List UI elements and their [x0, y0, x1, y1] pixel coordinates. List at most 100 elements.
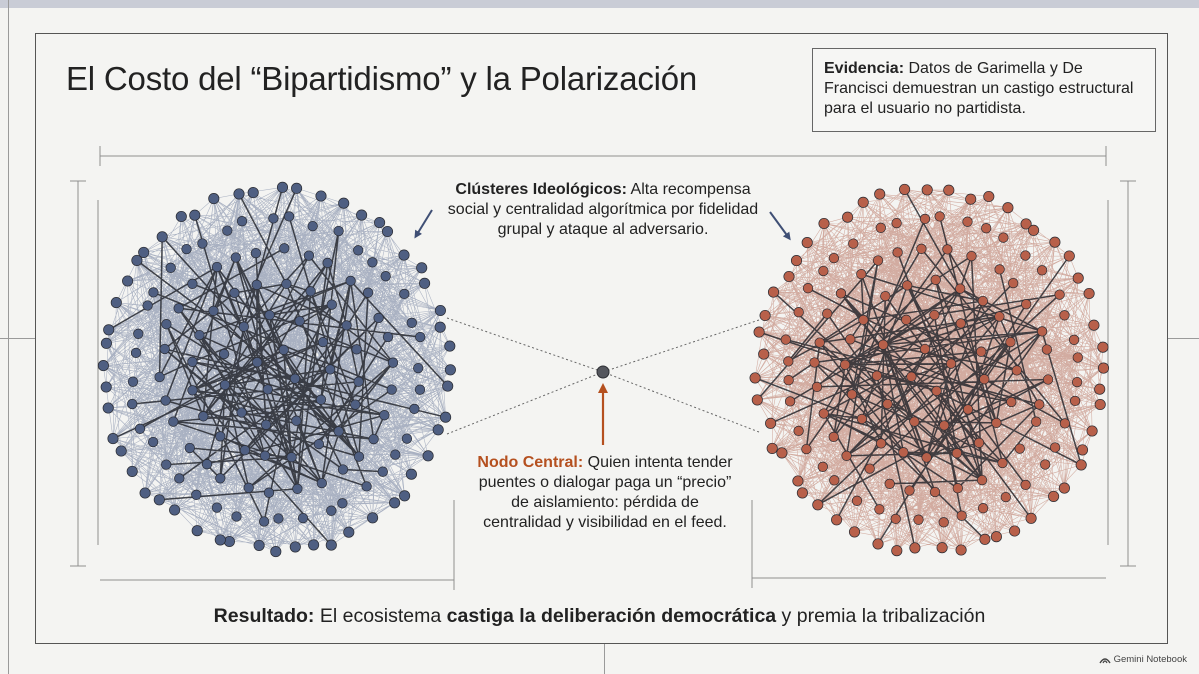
network-node: [353, 451, 365, 462]
network-node: [1094, 398, 1106, 411]
network-node: [857, 196, 869, 208]
network-node: [169, 504, 181, 516]
network-node: [1059, 418, 1071, 429]
network-node: [243, 482, 254, 493]
network-node: [305, 286, 316, 297]
network-node: [416, 262, 428, 274]
network-node: [811, 381, 823, 393]
network-node: [368, 433, 379, 445]
network-node: [783, 270, 795, 283]
network-node: [801, 443, 812, 455]
network-node: [790, 255, 803, 267]
arrow-to-right-cluster: [769, 211, 791, 241]
central-node-callout-label: Nodo Central:: [477, 454, 584, 471]
network-node: [848, 238, 859, 249]
network-node: [214, 534, 226, 546]
network-node: [998, 232, 1009, 243]
network-node: [373, 312, 384, 324]
slide-frame: [35, 33, 1168, 644]
badge-text: Gemini Notebook: [1113, 654, 1187, 665]
network-node: [142, 300, 153, 311]
network-node: [874, 188, 886, 200]
network-node: [1068, 334, 1080, 345]
network-node: [127, 376, 139, 387]
network-node: [356, 209, 368, 221]
network-node: [829, 475, 840, 486]
network-node: [215, 473, 226, 484]
network-node: [1014, 443, 1025, 454]
network-node: [279, 243, 290, 254]
network-node: [1071, 376, 1083, 388]
top-strip: [0, 0, 1199, 8]
result-label: Resultado:: [213, 605, 315, 627]
network-node: [994, 311, 1005, 322]
network-node: [174, 473, 185, 484]
network-node: [189, 209, 201, 221]
network-node: [276, 181, 289, 193]
network-node: [379, 410, 390, 421]
bridge-link: [446, 317, 604, 373]
network-node: [1088, 319, 1100, 331]
network-node: [103, 324, 115, 336]
network-node: [161, 319, 172, 330]
network-node: [147, 436, 159, 448]
network-node: [222, 225, 233, 236]
network-node: [906, 371, 917, 382]
network-node: [414, 384, 426, 395]
network-node: [955, 318, 966, 329]
network-node: [325, 364, 336, 375]
network-node: [1058, 482, 1070, 494]
network-node: [184, 442, 195, 454]
network-node: [1075, 459, 1087, 471]
network-node: [983, 190, 995, 203]
network-node: [758, 348, 770, 360]
central-node-callout: Nodo Central: Quien intenta tender puent…: [470, 453, 740, 533]
network-node: [875, 222, 886, 233]
network-node: [780, 334, 791, 345]
network-node: [902, 280, 913, 291]
cluster-nodes: [749, 183, 1110, 557]
network-node: [909, 416, 920, 427]
network-node: [264, 309, 275, 321]
bridge-link: [446, 371, 604, 435]
network-node: [919, 343, 931, 355]
network-node: [1036, 265, 1048, 276]
network-node: [292, 483, 303, 494]
network-node: [1020, 479, 1031, 491]
network-node: [759, 309, 771, 322]
network-node: [419, 277, 431, 289]
network-node: [943, 184, 955, 196]
network-node: [337, 498, 348, 509]
network-node: [856, 268, 867, 280]
network-node: [1008, 277, 1019, 289]
network-node: [931, 385, 942, 397]
network-node: [260, 419, 272, 430]
network-node: [434, 321, 446, 333]
network-node: [353, 245, 364, 256]
network-node: [382, 331, 394, 343]
network-node: [338, 197, 350, 209]
network-node: [979, 374, 990, 385]
network-node: [835, 288, 847, 299]
network-node: [97, 360, 109, 372]
network-node: [828, 431, 839, 443]
network-node: [138, 246, 150, 258]
network-node: [956, 510, 967, 521]
network-node: [107, 433, 119, 445]
bridge-links: [446, 317, 760, 435]
network-node: [831, 514, 843, 526]
network-node: [1048, 490, 1060, 502]
network-node: [783, 356, 794, 367]
network-node: [131, 254, 143, 266]
central-node: [596, 365, 610, 379]
network-node: [398, 249, 410, 261]
network-node: [929, 486, 941, 498]
network-node: [231, 511, 242, 522]
network-node: [399, 288, 410, 300]
network-node: [148, 287, 159, 298]
network-node: [326, 299, 337, 310]
network-node: [374, 217, 386, 229]
network-node: [208, 305, 219, 316]
network-node: [1002, 202, 1014, 214]
network-node: [934, 211, 945, 222]
